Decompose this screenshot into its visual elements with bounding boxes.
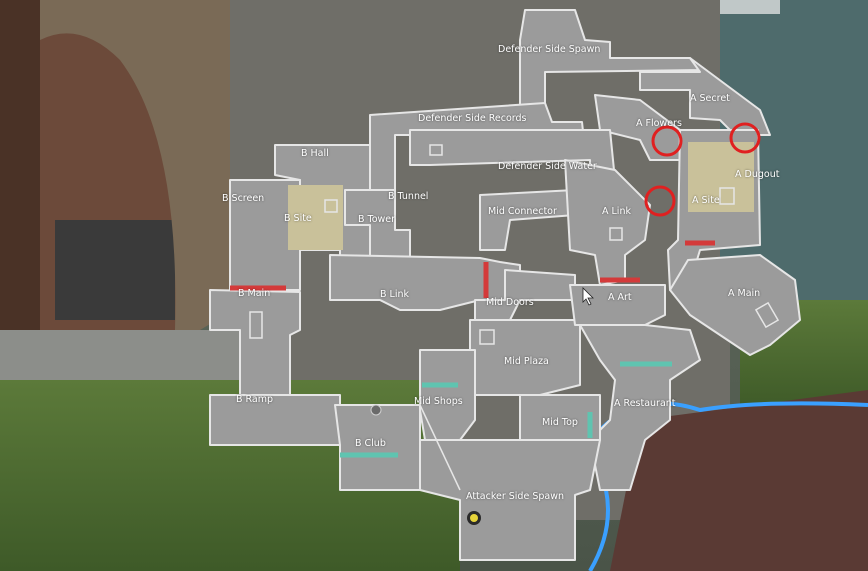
area-a-main <box>669 254 801 356</box>
area-a-secret <box>639 57 771 136</box>
marker-circle-flowers <box>651 125 683 157</box>
player-marker-icon <box>467 511 481 525</box>
map-obstacles <box>249 144 780 491</box>
barriers <box>230 240 715 458</box>
spike-device-crate <box>610 390 868 571</box>
left-building-doorway <box>55 220 175 320</box>
area-a-art <box>569 284 666 326</box>
area-mid-plaza <box>469 319 581 396</box>
b-site-area <box>288 185 343 250</box>
stone-archway <box>40 0 253 330</box>
area-attacker-spawn <box>419 439 601 561</box>
mouse-cursor-icon <box>582 287 594 306</box>
area-mid-shops <box>419 349 476 441</box>
marker-circle-a-site <box>644 185 676 217</box>
area-b-club <box>334 404 421 491</box>
marker-circle-dugout <box>729 122 761 154</box>
area-b-screen <box>229 179 301 291</box>
site-highlights <box>288 142 754 250</box>
marker-circles <box>644 122 761 217</box>
area-a-link <box>564 159 651 286</box>
spike-plant-marker-icon <box>370 404 382 416</box>
area-b-ramp <box>209 394 341 446</box>
a-site-area <box>688 142 754 212</box>
